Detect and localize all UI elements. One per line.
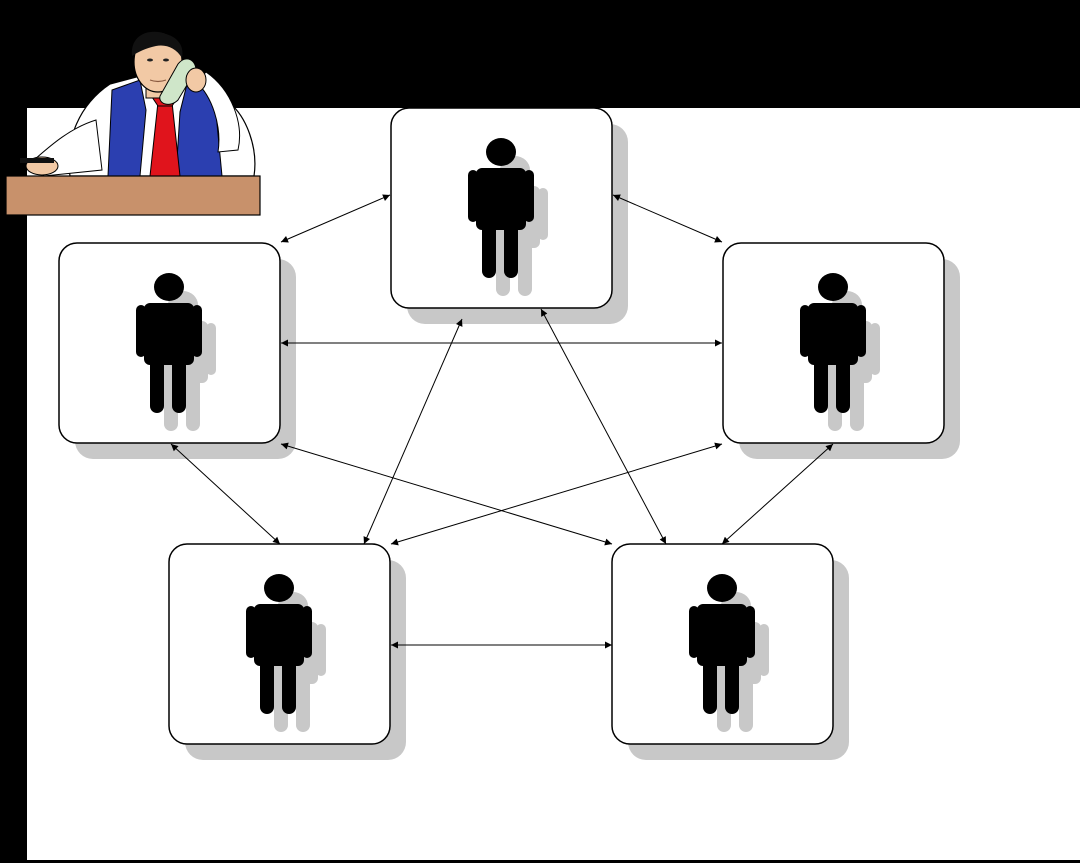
- person-icon: [800, 273, 866, 413]
- node-person-top: [390, 107, 628, 324]
- desk: [5, 175, 261, 216]
- node-person-bottom-left: [168, 543, 406, 760]
- connections-layer: [170, 194, 834, 649]
- node-person-bottom-right: [611, 543, 849, 760]
- connection-person-right-to-person-bottom-left: [390, 442, 723, 546]
- connection-person-left-to-person-bottom-left: [170, 443, 281, 545]
- person-icon: [246, 574, 312, 714]
- person-icon: [689, 574, 755, 714]
- connection-person-top-to-person-left: [280, 194, 391, 243]
- connection-person-right-to-person-bottom-right: [721, 443, 834, 545]
- node-person-right: [722, 242, 960, 459]
- person-icon: [468, 138, 534, 278]
- connection-person-top-to-person-right: [612, 194, 723, 243]
- man-on-phone-icon: [5, 31, 261, 216]
- person-icon: [136, 273, 202, 413]
- node-person-left: [58, 242, 296, 459]
- nodes-layer: [58, 107, 960, 760]
